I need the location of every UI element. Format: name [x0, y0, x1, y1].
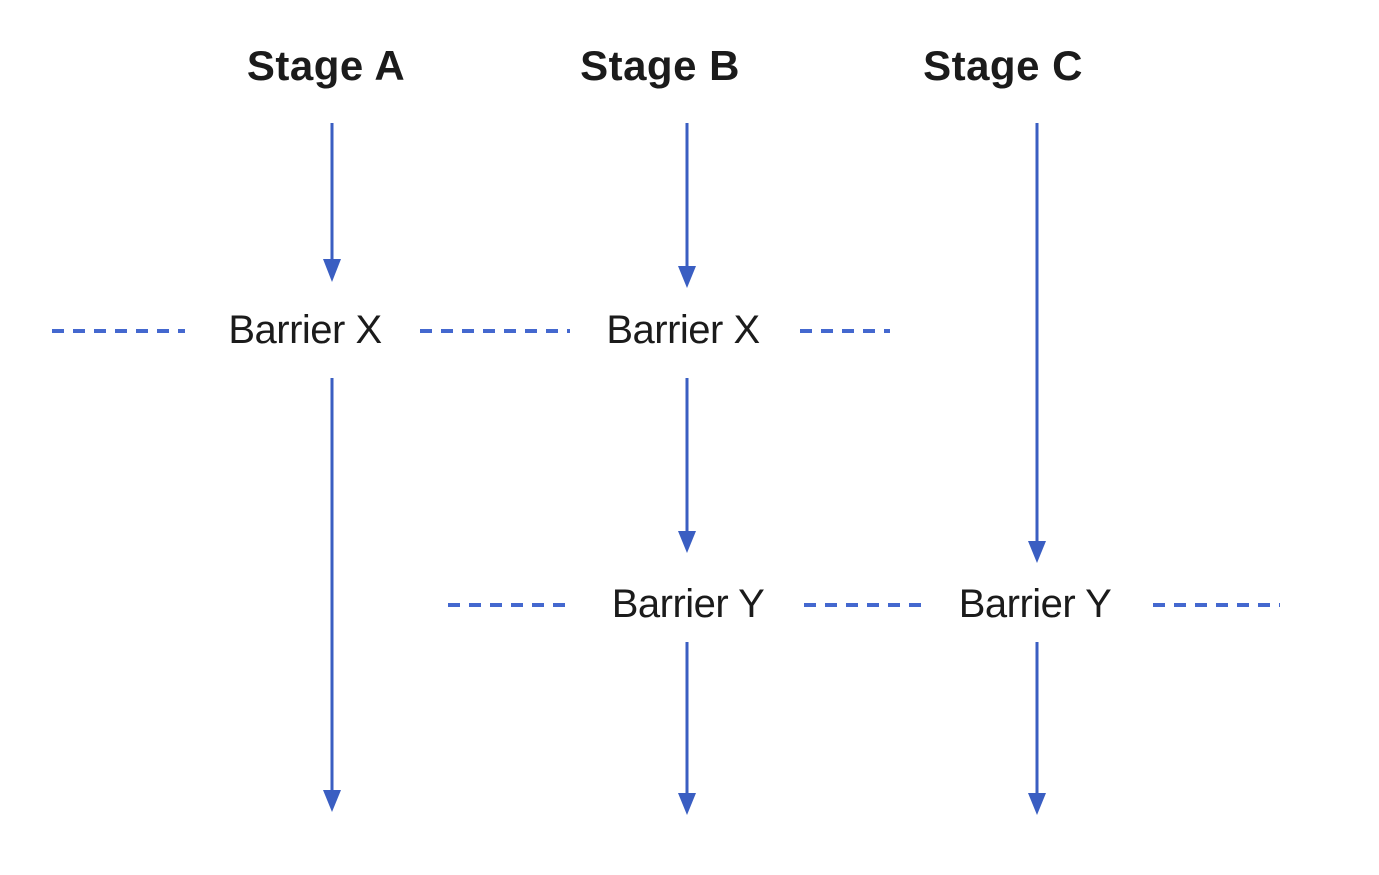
stage-a-arrow-upper: [323, 123, 341, 282]
stage-b-arrow-upper-head: [678, 266, 696, 288]
barrier-y-label-stage-b: Barrier Y: [605, 584, 771, 624]
stage-b-arrow-lower: [678, 642, 696, 815]
stage-b-arrow-middle: [678, 378, 696, 553]
stage-b-arrow-lower-head: [678, 793, 696, 815]
stage-c-arrow-lower: [1028, 642, 1046, 815]
barrier-x-label-stage-b: Barrier X: [600, 310, 766, 350]
stage-c-arrow-upper-head: [1028, 541, 1046, 563]
barrier-y-label-stage-c: Barrier Y: [952, 584, 1118, 624]
stage-a-arrow-upper-head: [323, 259, 341, 282]
stage-c-arrow-lower-head: [1028, 793, 1046, 815]
stage-c-arrow-upper: [1028, 123, 1046, 563]
stage-b-label: Stage B: [580, 42, 740, 89]
barrier-x-label-stage-a: Barrier X: [222, 310, 388, 350]
stage-c-label: Stage C: [923, 42, 1083, 89]
stage-a-arrow-lower: [323, 378, 341, 812]
stage-a-arrow-lower-head: [323, 790, 341, 812]
stage-b-arrow-middle-head: [678, 531, 696, 553]
stage-a-label: Stage A: [246, 42, 406, 89]
stage-b-arrow-upper: [678, 123, 696, 288]
